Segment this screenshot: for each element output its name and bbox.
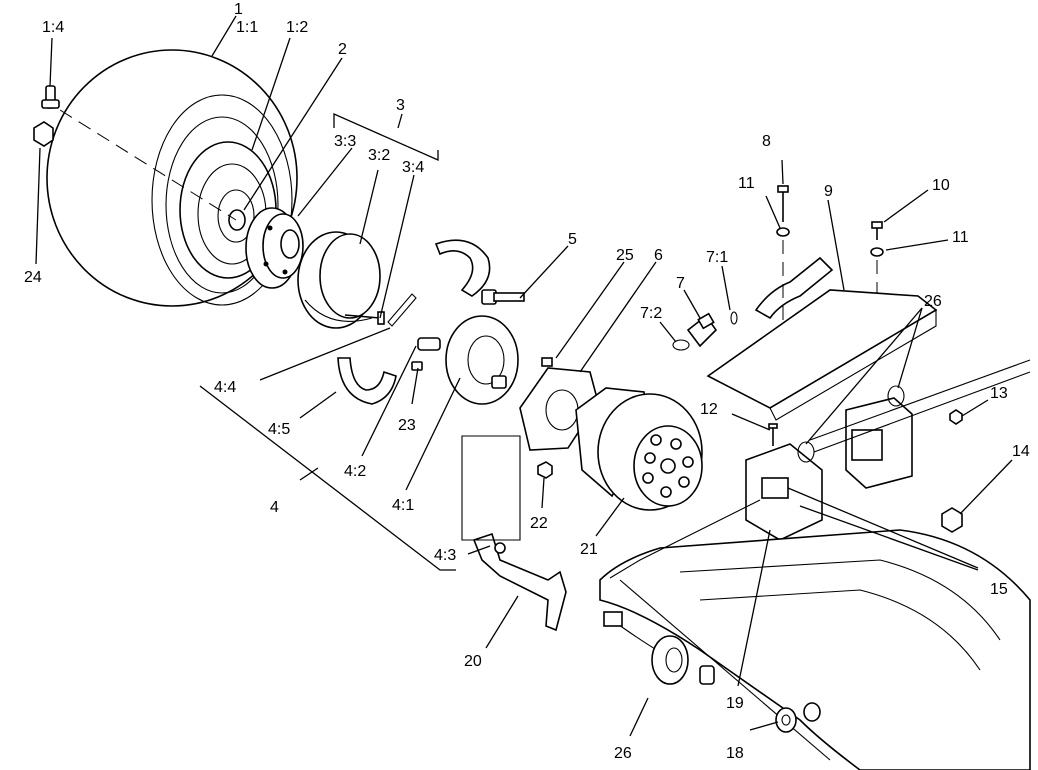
o-ring-7-2	[672, 339, 690, 351]
wheel-motor	[575, 387, 703, 511]
hydraulic-fitting	[686, 312, 718, 348]
label-23: 23	[398, 417, 416, 434]
brake-drum	[297, 231, 381, 329]
label-9: 9	[824, 183, 833, 200]
adjuster-screw	[417, 337, 441, 351]
label-26-lower: 26	[614, 745, 632, 762]
label-14: 14	[1012, 443, 1030, 460]
label-25: 25	[616, 247, 634, 264]
label-15: 15	[990, 581, 1008, 598]
label-4-4: 4:4	[214, 379, 236, 396]
label-1: 1	[234, 1, 243, 18]
bushing-18	[775, 702, 821, 733]
label-1-2: 1:2	[286, 19, 308, 36]
leader-lines	[35, 15, 1013, 737]
wheel-valve-stem	[41, 85, 60, 109]
label-21: 21	[580, 541, 598, 558]
label-20: 20	[464, 653, 482, 670]
backing-plate	[445, 315, 519, 405]
hose-clamp-26-upper	[797, 385, 905, 463]
label-12: 12	[700, 401, 718, 418]
label-3-2: 3:2	[368, 147, 390, 164]
label-6: 6	[654, 247, 663, 264]
frame-tube	[809, 359, 1031, 453]
bolt-23	[411, 361, 423, 371]
nut-22	[537, 461, 553, 479]
label-8: 8	[762, 133, 771, 150]
washer-11-left	[776, 227, 790, 237]
nut-14	[941, 507, 963, 533]
label-19: 19	[726, 695, 744, 712]
label-1-4: 1:4	[42, 19, 64, 36]
label-7-2: 7:2	[640, 305, 662, 322]
label-7: 7	[676, 275, 685, 292]
label-24: 24	[24, 269, 42, 286]
label-1-1: 1:1	[236, 19, 258, 36]
label-3-3: 3:3	[334, 133, 356, 150]
label-3-4: 3:4	[402, 159, 424, 176]
cotter-pin	[387, 293, 417, 327]
label-4-1: 4:1	[392, 497, 414, 514]
label-4: 4	[270, 499, 279, 516]
bolt-8	[777, 185, 789, 222]
shield	[706, 289, 938, 421]
label-7-1: 7:1	[706, 249, 728, 266]
o-ring-7-1	[730, 311, 738, 325]
hose-clamp-26-lower	[651, 635, 715, 685]
mount-bracket	[745, 397, 913, 541]
mower-frame	[599, 529, 1031, 770]
label-4-2: 4:2	[344, 463, 366, 480]
brake-lever	[472, 532, 567, 632]
axle-bolt	[481, 289, 525, 305]
label-2: 2	[338, 41, 347, 58]
label-3: 3	[396, 97, 405, 114]
bolt-10	[871, 221, 883, 240]
label-22: 22	[530, 515, 548, 532]
bolt-12	[768, 423, 778, 446]
label-4-5: 4:5	[268, 421, 290, 438]
label-5: 5	[568, 231, 577, 248]
washer-11-right	[870, 247, 884, 257]
label-26-upper: 26	[924, 293, 942, 310]
label-11-right: 11	[952, 229, 969, 246]
label-11-left: 11	[738, 175, 755, 192]
label-18: 18	[726, 745, 744, 762]
key-25	[541, 357, 553, 367]
hub	[245, 207, 304, 289]
label-13: 13	[990, 385, 1008, 402]
tire	[46, 49, 298, 307]
label-4-3: 4:3	[434, 547, 456, 564]
label-10: 10	[932, 177, 950, 194]
brake-shoe-upper	[434, 239, 491, 297]
callout-labels: 1 1:1 1:2 1:4 2 3 3:3 3:2 3:4 24 4:4 4:5…	[24, 1, 1030, 762]
lug-nut-24	[33, 121, 54, 147]
brake-shoe-lower	[337, 357, 397, 405]
nut-13	[949, 409, 963, 425]
hydraulic-hose	[754, 256, 834, 320]
